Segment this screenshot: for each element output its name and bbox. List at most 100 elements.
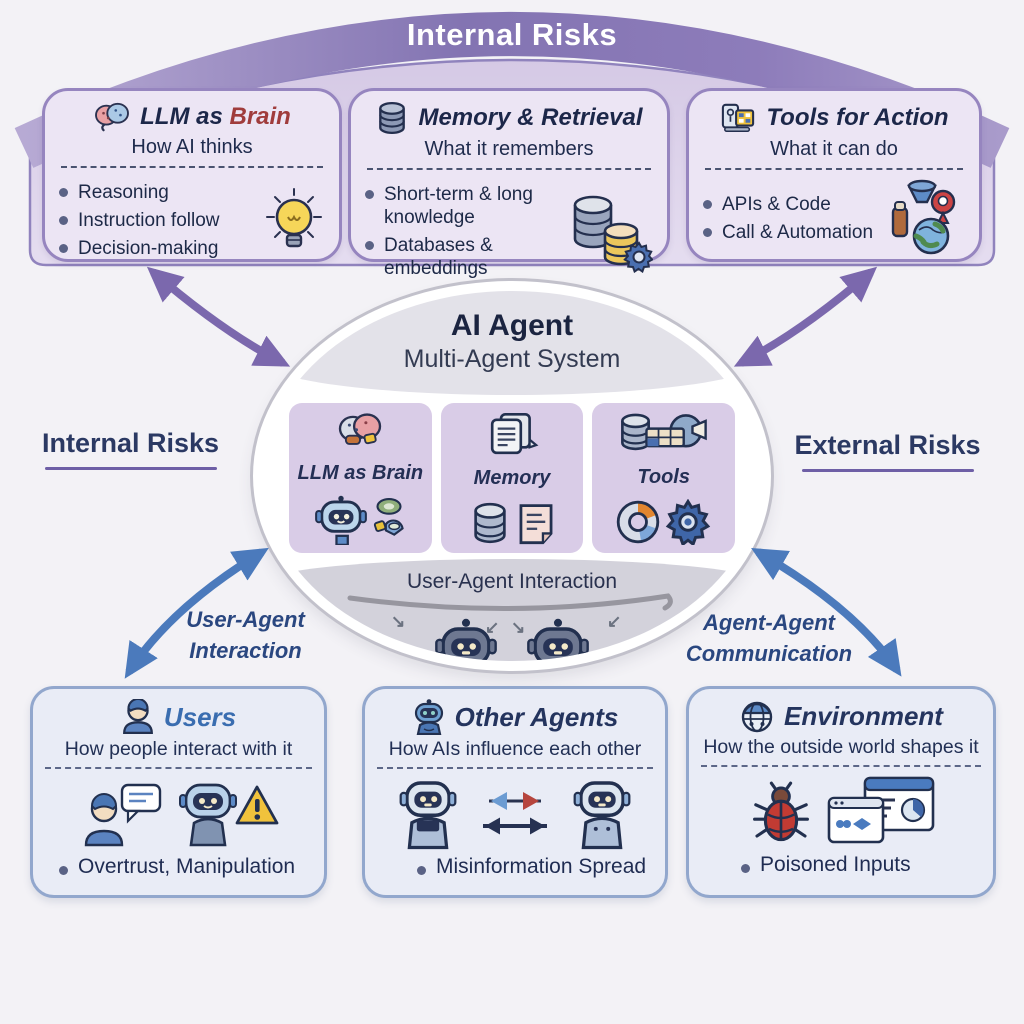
bullet-item: APIs & Code [703,193,873,216]
bullet-dot [365,190,374,199]
card-subtitle: How AI thinks [131,136,253,158]
bullet-item: Poisoned Inputs [701,853,981,877]
robot-icon [573,781,631,850]
brain-icon [339,413,382,445]
arrow-glyph: ↙ [485,618,500,637]
card-users: Users How people interact with it [30,686,327,898]
circle-title: AI Agent [450,309,574,342]
database-icon [379,101,406,135]
card-title: Other Agents [454,701,619,732]
apis-globe-pin-icon [891,179,956,255]
robot-icon [314,495,367,545]
gear-icon [665,499,711,545]
bullet-item: Call & Automation [703,221,873,244]
bullet-item: Decision-making [59,237,220,260]
label-text: Internal Risks [41,428,220,458]
robot-icon [435,618,497,661]
documents-icon [490,412,539,455]
circle-footer-label: User-Agent Interaction [406,570,618,593]
databases-gear-icon [573,195,653,273]
bullet-item: Databases & embeddings [365,234,557,280]
arrow-glyph: ↙ [607,612,622,631]
dashed-divider [367,168,651,170]
module-label: Memory [473,466,551,489]
bullet-item: Short-term & long knowledge [365,183,557,229]
bullet-item: Misinformation Spread [377,855,653,879]
bullet-item: Instruction follow [59,209,220,232]
flow-label-line: Communication [685,641,853,666]
label-text: External Risks [794,430,981,460]
agent-robots: ↘ ↙ ↘ ↙ [263,612,761,661]
icon-cluster [45,777,312,851]
card-subtitle: What it remembers [424,138,594,160]
bullet-list: Short-term & long knowledge Databases & … [365,178,557,285]
card-title: Environment [784,700,943,731]
card-title: Tools for Action [766,104,949,131]
sparkle-tools-icon [373,498,404,536]
arrow-glyph: ↘ [511,618,526,637]
label-internal-risks: Internal Risks [33,428,228,470]
card-header: Environment [701,699,981,733]
card-header: Users [45,699,312,735]
label-underline [44,467,217,470]
bullet-dot [59,244,68,253]
bullet-list: Reasoning Instruction follow Decision-ma… [59,176,220,265]
flow-label-line: User-Agent [186,607,305,632]
browser-windows-icon [827,776,935,844]
robot-icon [399,781,457,850]
bullet-item: Overtrust, Manipulation [45,855,312,879]
brain-icon [95,102,130,132]
label-underline [801,469,974,472]
card-title: Users [163,701,237,732]
bullet-dot [741,864,750,873]
bullet-dot [417,866,426,875]
robot-exchange-icon [377,777,653,851]
card-llm-as-brain: LLM as Brain How AI thinks Reasoning Ins… [42,88,342,262]
icon-cluster [701,775,981,849]
card-title-accent: Brain [229,103,291,130]
person-chat-icon [84,783,161,847]
flow-label-line: Agent-Agent [703,610,835,635]
device-icon [722,103,755,132]
lightbulb-icon [266,187,322,247]
module-llm-as-brain: LLM as Brain [289,403,432,553]
bullet-dot [365,241,374,250]
dashed-divider [61,166,323,168]
module-tools: Tools [592,403,736,553]
card-other-agents: Other Agents How AIs influence each othe… [362,686,668,898]
card-subtitle: What it can do [770,138,898,160]
flow-label-line: Interaction [189,638,302,663]
card-header: LLM as Brain [59,101,325,133]
bullet-dot [59,216,68,225]
circle-footer-segment: User-Agent Interaction ↘ ↙ ↘ ↙ [263,559,761,661]
bug-icon [753,781,809,842]
database-note-icon [469,501,556,545]
bullet-dot [703,227,712,237]
donut-chart-icon [616,500,660,544]
flow-label-agent-agent: Agent-Agent Communication [664,607,874,669]
card-memory-retrieval: Memory & Retrieval What it remembers Sho… [348,88,670,279]
module-panels: LLM as Brain [289,403,736,553]
exchange-arrows-icon [483,792,547,835]
robot-warning-icon [178,783,278,847]
database-video-icon [620,413,707,451]
dashed-divider [377,767,653,769]
label-external-risks: External Risks [790,430,985,472]
card-title: Memory & Retrieval [418,104,643,131]
robot-icon [527,618,589,661]
swoosh-underline [347,593,673,611]
dashed-divider [45,767,312,769]
environment-icon [741,701,773,733]
card-subtitle: How AIs influence each other [388,738,642,760]
card-header: Memory & Retrieval [365,101,653,135]
donut-gear-icon [616,499,711,545]
card-header: Tools for Action [703,101,965,135]
bullet-dot [59,866,68,875]
flow-label-user-agent: User-Agent Interaction [148,604,343,666]
banner-title: Internal Risks [406,17,618,52]
module-memory: Memory [440,403,584,553]
bullet-item: Reasoning [59,181,220,204]
bullet-dot [59,188,68,197]
card-title: LLM as Brain [140,103,291,130]
